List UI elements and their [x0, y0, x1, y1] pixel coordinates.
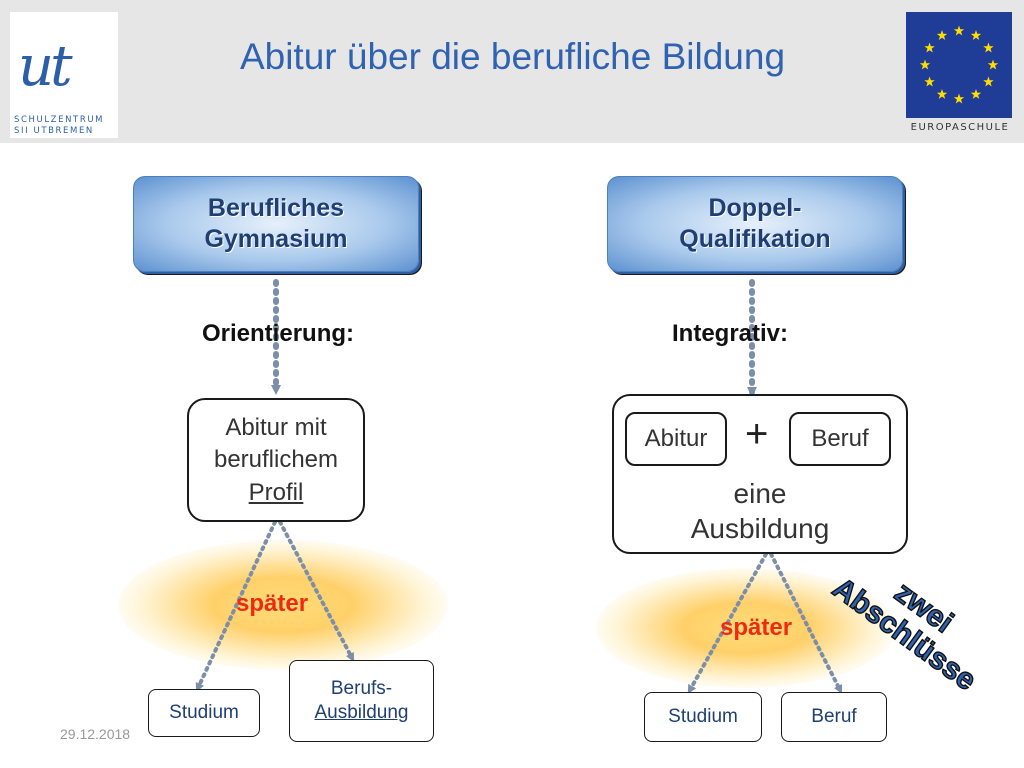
school-logo: ut SCHULZENTRUM SII UTBREMEN: [10, 12, 118, 138]
beruf-right-box: Beruf: [781, 692, 887, 742]
spaeter-right: später: [720, 614, 793, 641]
eu-star-icon: [924, 42, 935, 53]
berufliches-gymnasium-box: Berufliches Gymnasium: [133, 176, 419, 272]
branch-left-ausbildung: [278, 520, 355, 662]
branch-right-beruf: [769, 552, 843, 695]
berufsausbildung-line1: Berufs-: [330, 678, 393, 700]
berufliches-gymnasium-line2: Gymnasium: [204, 225, 348, 253]
eu-flag-icon: [906, 12, 1012, 118]
eu-star-icon: [970, 88, 982, 99]
ut-logo-icon: ut: [18, 34, 73, 99]
studium-right-label: Studium: [668, 706, 738, 728]
studium-left-box: Studium: [148, 689, 260, 737]
doppelqualifikation-line1: Doppel-: [708, 193, 802, 222]
abitur-profil-box: Abitur mit beruflichem Profil: [187, 398, 365, 522]
doppelqualifikation-line2: Qualifikation: [679, 225, 831, 253]
beruf-inner-box: Beruf: [789, 412, 891, 466]
glow-right: [596, 568, 896, 688]
abitur-inner-box: Abitur: [625, 412, 727, 466]
eu-star-icon: [936, 30, 948, 40]
profil-line3: Profil: [248, 478, 304, 506]
plus-sign: +: [745, 412, 769, 456]
eu-star-icon: [919, 59, 931, 70]
eu-star-icon: [936, 88, 948, 99]
berufsausbildung-line2: Ausbildung: [314, 702, 409, 723]
eu-star-icon: [983, 76, 994, 87]
branch-left-studium: [195, 520, 277, 693]
integrativ-label: Integrativ:: [672, 320, 789, 347]
orientierung-label: Orientierung:: [202, 320, 355, 347]
eu-star-icon: [924, 76, 935, 87]
eu-star-icon: [953, 25, 965, 36]
eu-star-icon: [987, 59, 999, 70]
eu-star-icon: [983, 42, 994, 53]
glow-left: [118, 540, 448, 670]
beruf-right-label: Beruf: [811, 706, 857, 728]
footer-date: 29.12.2018: [60, 726, 131, 742]
doppelqualifikation-box: Doppel- Qualifikation: [607, 176, 903, 272]
studium-right-box: Studium: [644, 692, 762, 742]
spaeter-left: später: [236, 590, 309, 617]
eu-star-icon: [970, 30, 982, 40]
logo-text-line2: SII UTBREMEN: [14, 126, 94, 136]
eine-ausbildung-text: eine Ausbildung: [612, 476, 908, 546]
berufliches-gymnasium-line1: Berufliches: [207, 193, 345, 222]
profil-line2: beruflichem: [213, 446, 339, 474]
header-bar: ut SCHULZENTRUM SII UTBREMEN Abitur über…: [0, 0, 1024, 143]
studium-left-label: Studium: [169, 702, 239, 724]
ausbildung-line2: Ausbildung: [690, 513, 830, 544]
europaschule-label: EUROPASCHULE: [910, 122, 1010, 133]
ausbildung-line1: eine: [733, 478, 787, 509]
branch-right-studium: [687, 552, 768, 694]
eu-star-icon: [953, 93, 965, 104]
profil-line1: Abitur mit: [225, 414, 327, 441]
berufsausbildung-box: Berufs- Ausbildung: [289, 660, 434, 742]
page-title: Abitur über die berufliche Bildung: [239, 36, 786, 77]
logo-text-line1: SCHULZENTRUM: [14, 115, 105, 125]
